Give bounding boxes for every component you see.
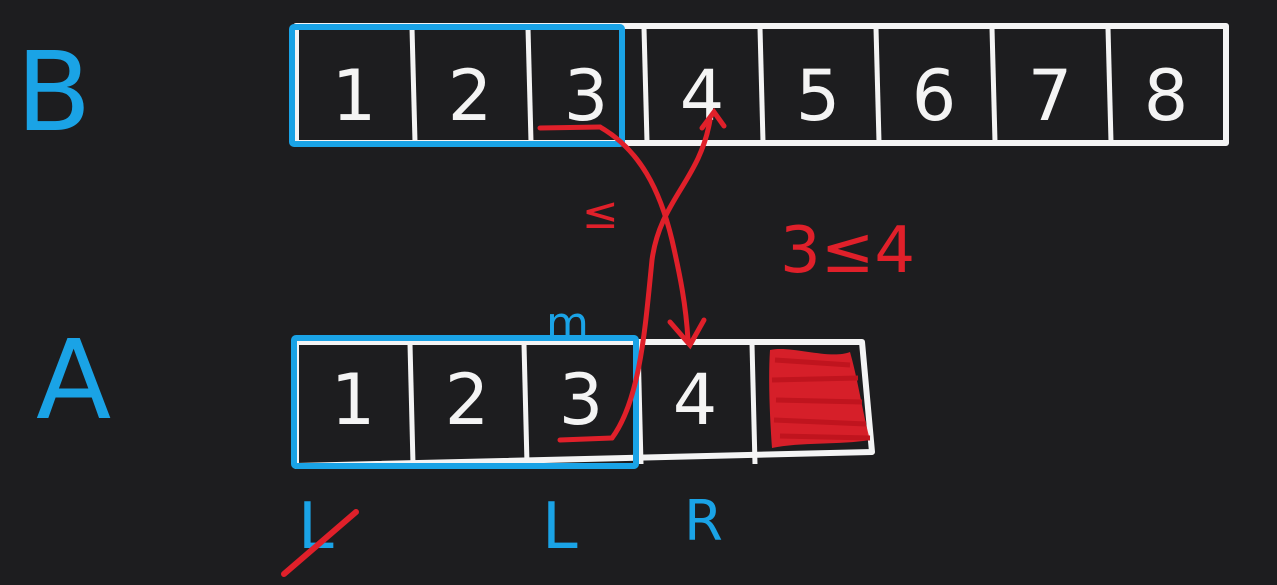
array-b-cell-value: 2 <box>448 55 493 137</box>
array-a-divider <box>521 343 530 465</box>
array-b-divider <box>1105 27 1114 143</box>
comparison-text: 3≤4 <box>780 214 915 288</box>
array-a-dividers <box>407 343 758 465</box>
array-a-cell-value: 2 <box>445 359 490 441</box>
array-a-left-partition-box <box>291 335 639 469</box>
array-b-divider <box>757 27 766 143</box>
array-a-label: A <box>36 316 111 444</box>
array-a-cell-value: 3 <box>559 359 604 441</box>
array-a-scribble-strokes <box>771 357 871 441</box>
array-a-divider <box>407 343 416 465</box>
array-a-divider <box>749 343 758 465</box>
array-b-outline <box>293 23 1229 146</box>
array-b-cell-value: 6 <box>912 55 957 137</box>
array-b-divider <box>525 27 534 143</box>
array-b-cell-value: 5 <box>796 55 841 137</box>
array-a-cell-value: 4 <box>673 359 718 441</box>
arrow-head-up <box>699 107 727 131</box>
array-b-divider <box>989 27 998 143</box>
array-b-cell-value: 1 <box>332 55 377 137</box>
array-a-cell-value: 1 <box>331 359 376 441</box>
array-b-divider <box>409 27 418 143</box>
underline-a3 <box>557 435 615 443</box>
pointer-left-crossed: L <box>281 490 359 577</box>
mid-label: m <box>546 298 589 349</box>
pointer-l-label: L <box>542 490 578 564</box>
underline-b3 <box>537 124 603 131</box>
array-b-cell-value: 4 <box>680 55 725 137</box>
array-b-left-partition-box <box>289 24 625 147</box>
array-b-dividers <box>409 27 1114 143</box>
arrow-head-down <box>667 317 707 350</box>
le-symbol: ≤ <box>582 188 619 239</box>
array-b-label: B <box>16 28 91 156</box>
comparison-arrows <box>537 107 727 443</box>
strike-through-mark <box>281 509 359 577</box>
array-b-divider <box>641 27 650 143</box>
pointer-r-label: R <box>684 489 723 554</box>
array-b-cell-value: 3 <box>564 55 609 137</box>
array-b-divider <box>873 27 882 143</box>
array-b-cell-value: 8 <box>1144 55 1189 137</box>
pointer-left-crossed-label: L <box>298 490 334 564</box>
arrow-b3-to-a4 <box>597 124 691 343</box>
arrow-a3-to-b4 <box>609 117 713 441</box>
array-b-cell-value: 7 <box>1028 55 1073 137</box>
